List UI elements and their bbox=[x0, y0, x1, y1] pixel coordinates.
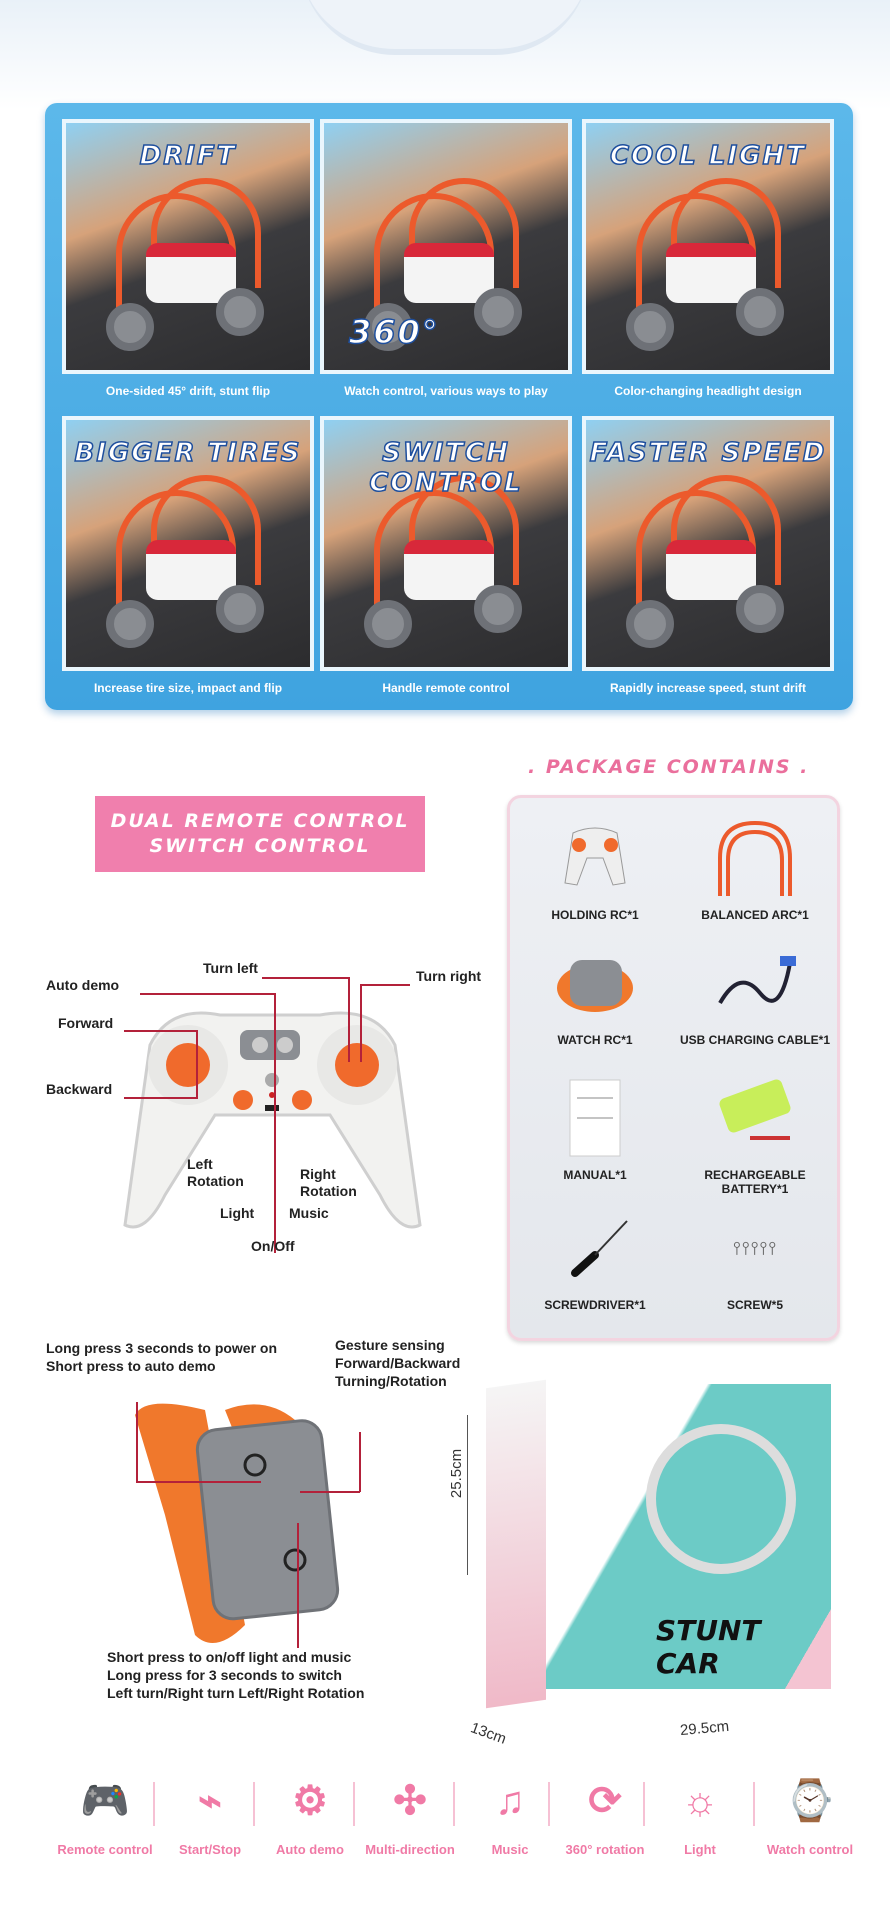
watch-icon bbox=[557, 960, 633, 1012]
banner-line2: SWITCH CONTROL bbox=[149, 835, 371, 857]
label-on-off: On/Off bbox=[251, 1238, 295, 1254]
package-item: USB CHARGING CABLE*1 bbox=[680, 943, 830, 1047]
feature-tile: FASTER SPEED bbox=[582, 416, 834, 671]
label-light: Light bbox=[220, 1205, 255, 1221]
label-left-rotation: Left Rotation bbox=[187, 1156, 244, 1189]
label-auto-demo: Auto demo bbox=[46, 977, 120, 993]
feature-1: ⌁Start/Stop bbox=[160, 1772, 260, 1857]
feature-3: ✣Multi-direction bbox=[360, 1772, 460, 1857]
screws-icon: ⫯⫯⫯⫯⫯ bbox=[732, 1237, 778, 1258]
dual-remote-banner: DUAL REMOTE CONTROL SWITCH CONTROL bbox=[95, 796, 425, 872]
screwdriver-icon bbox=[571, 1220, 628, 1277]
label-backward: Backward bbox=[46, 1081, 113, 1097]
feature-tile: 360° bbox=[320, 119, 572, 374]
label-turn-right: Turn right bbox=[416, 968, 482, 984]
tile-caption: Handle remote control bbox=[382, 681, 510, 695]
stunt-car bbox=[404, 243, 494, 303]
tile-title: FASTER SPEED bbox=[589, 437, 827, 469]
package-item: SCREWDRIVER*1 bbox=[520, 1208, 670, 1312]
box-width: 29.5cm bbox=[679, 1717, 730, 1740]
usb-cable-icon bbox=[718, 956, 796, 1005]
feature-tile: BIGGER TIRES bbox=[62, 416, 314, 671]
stunt-car bbox=[666, 243, 756, 303]
controller-icon bbox=[564, 827, 626, 886]
label-right-rotation: Right Rotation bbox=[300, 1166, 357, 1199]
package-item: ⫯⫯⫯⫯⫯SCREW*5 bbox=[680, 1208, 830, 1313]
feature-icon: ⟳ bbox=[588, 1779, 622, 1823]
banner-line1: DUAL REMOTE CONTROL bbox=[110, 810, 410, 832]
feature-5: ⟳360° rotation bbox=[555, 1772, 655, 1857]
battery-icon bbox=[719, 1079, 791, 1140]
tile-title: 360° bbox=[348, 312, 440, 352]
feature-icon: ⚙ bbox=[292, 1779, 328, 1823]
feature-icon: ⌚ bbox=[785, 1779, 835, 1823]
label-music: Music bbox=[289, 1205, 329, 1221]
tile-caption: Watch control, various ways to play bbox=[344, 384, 548, 398]
feature-7: ⌚Watch control bbox=[760, 1772, 860, 1857]
tile-title: DRIFT bbox=[139, 140, 237, 172]
feature-4: ♫Music bbox=[460, 1772, 560, 1857]
box-brand: STUNT CAR bbox=[656, 1614, 761, 1680]
product-box-image: STUNT CAR bbox=[486, 1379, 831, 1714]
stunt-car bbox=[404, 540, 494, 600]
package-item: WATCH RC*1 bbox=[520, 943, 670, 1047]
divider bbox=[153, 1782, 155, 1826]
tile-title: BIGGER TIRES bbox=[74, 437, 302, 469]
label-turn-left: Turn left bbox=[203, 960, 258, 976]
label-forward: Forward bbox=[58, 1015, 114, 1031]
feature-icon: ☼ bbox=[681, 1779, 719, 1823]
feature-icon: ♫ bbox=[495, 1779, 525, 1823]
package-item: MANUAL*1 bbox=[520, 1078, 670, 1182]
package-item: HOLDING RC*1 bbox=[520, 818, 670, 922]
tile-caption: Rapidly increase speed, stunt drift bbox=[609, 681, 807, 695]
feature-tile: COOL LIGHT bbox=[582, 119, 834, 374]
stunt-car bbox=[666, 540, 756, 600]
divider bbox=[548, 1782, 550, 1826]
package-item: BALANCED ARC*1 bbox=[680, 818, 830, 922]
divider bbox=[453, 1782, 455, 1826]
package-panel: HOLDING RC*1 BALANCED ARC*1 WATCH RC*1 U… bbox=[507, 795, 840, 1341]
tile-caption: One-sided 45° drift, stunt flip bbox=[105, 384, 271, 398]
feature-icon: ✣ bbox=[393, 1779, 427, 1823]
arc-icon bbox=[718, 820, 792, 896]
tile-caption: Increase tire size, impact and flip bbox=[93, 681, 283, 695]
stunt-car bbox=[146, 540, 236, 600]
feature-tile: DRIFT bbox=[62, 119, 314, 374]
manual-icon bbox=[569, 1079, 621, 1157]
divider bbox=[753, 1782, 755, 1826]
package-item: RECHARGEABLE BATTERY*1 bbox=[680, 1078, 830, 1196]
feature-icon: 🎮 bbox=[80, 1779, 130, 1823]
package-title: . PACKAGE CONTAINS . bbox=[528, 756, 810, 778]
box-height: 25.5cm bbox=[448, 1448, 466, 1499]
feature-icon: ⌁ bbox=[197, 1779, 223, 1823]
feature-6: ☼Light bbox=[650, 1772, 750, 1857]
divider bbox=[253, 1782, 255, 1826]
tile-title: COOL LIGHT bbox=[609, 140, 806, 172]
watch-remote-image bbox=[135, 1403, 340, 1643]
divider bbox=[353, 1782, 355, 1826]
divider bbox=[643, 1782, 645, 1826]
tile-title: SWITCH CONTROL bbox=[369, 437, 523, 499]
feature-0: 🎮Remote control bbox=[55, 1772, 155, 1857]
stunt-car bbox=[146, 243, 236, 303]
feature-2: ⚙Auto demo bbox=[260, 1772, 360, 1857]
feature-tile: SWITCH CONTROL bbox=[320, 416, 572, 671]
tile-caption: Color-changing headlight design bbox=[614, 384, 802, 398]
box-depth: 13cm bbox=[468, 1719, 509, 1748]
